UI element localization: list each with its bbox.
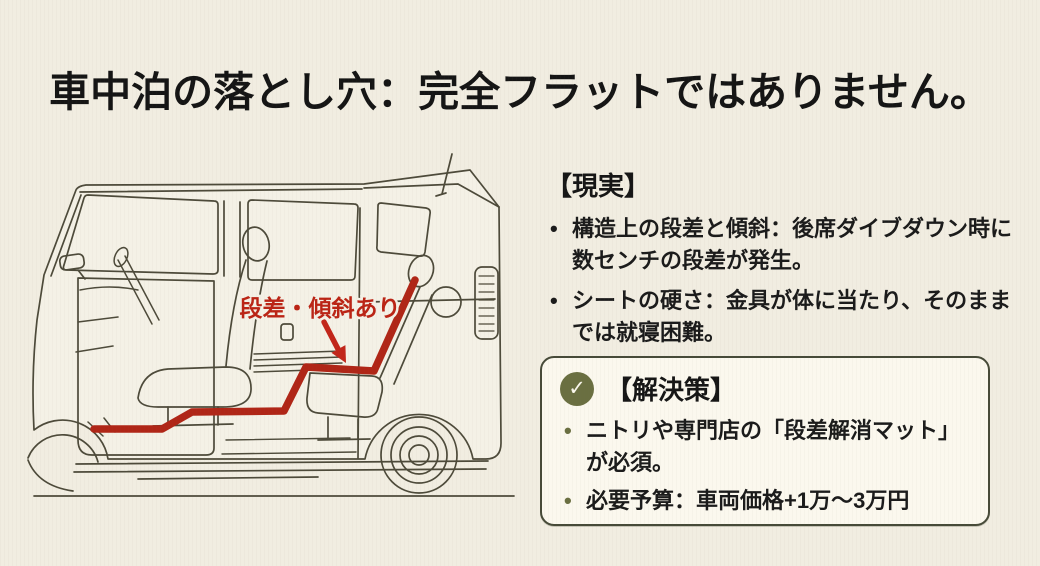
solution-header: ✓ 【解決策】 — [560, 370, 972, 407]
solution-section: ✓ 【解決策】 ニトリや専門店の「段差解消マット」が必須。 必要予算：車両価格+… — [540, 356, 990, 526]
van-body-outline — [32, 169, 502, 460]
door-vent-lines — [253, 350, 343, 373]
reality-bullet-1: 構造上の段差と傾斜：後席ダイブダウン時に数センチの段差が発生。 — [546, 213, 1016, 277]
antenna-icon — [435, 153, 453, 197]
sliding-door-window — [247, 199, 359, 281]
reality-section: 【現実】 構造上の段差と傾斜：後席ダイブダウン時に数センチの段差が発生。 シート… — [546, 166, 1016, 357]
gap-arrow-head — [331, 345, 346, 363]
front-door-window — [62, 194, 219, 275]
checkmark-icon: ✓ — [560, 371, 594, 406]
van-cutaway-svg: 段差・傾斜あり — [27, 153, 515, 497]
steering-wheel — [75, 246, 160, 437]
rear-seat — [306, 254, 435, 441]
van-illustration: 段差・傾斜あり — [18, 140, 540, 512]
tail-light — [474, 266, 499, 340]
floor-lines — [221, 437, 357, 455]
floor-gap-highlight: 段差・傾斜あり — [90, 276, 419, 433]
fuel-cap — [430, 286, 462, 318]
reality-heading: 【現実】 — [546, 171, 651, 201]
windshield-line — [50, 194, 82, 277]
solution-heading: 【解決策】 — [606, 375, 737, 405]
front-wheel-arc — [27, 433, 99, 492]
page-title: 車中泊の落とし穴：完全フラットではありません。 — [49, 69, 991, 115]
solution-bullet-2: 必要予算：車両価格+1万〜3万円 — [560, 485, 972, 517]
solution-bullet-1: ニトリや専門店の「段差解消マット」が必須。 — [560, 415, 972, 479]
gap-arrow-icon — [321, 319, 341, 352]
side-sill — [73, 460, 489, 480]
rear-wheel — [380, 416, 458, 494]
b-pillar — [223, 200, 241, 278]
reality-bullet-list: 構造上の段差と傾斜：後席ダイブダウン時に数センチの段差が発生。 シートの硬さ：金… — [546, 213, 1016, 349]
floor-gap-line — [90, 276, 419, 433]
doorway-opening — [77, 277, 215, 456]
solution-bullet-list: ニトリや専門店の「段差解消マット」が必須。 必要予算：車両価格+1万〜3万円 — [560, 415, 972, 517]
door-handle — [280, 323, 294, 341]
roof-spoiler — [79, 183, 500, 208]
reality-bullet-2: シートの硬さ：金具が体に当たり、そのままでは就寝困難。 — [546, 285, 1016, 349]
gap-label: 段差・傾斜あり — [240, 295, 401, 321]
